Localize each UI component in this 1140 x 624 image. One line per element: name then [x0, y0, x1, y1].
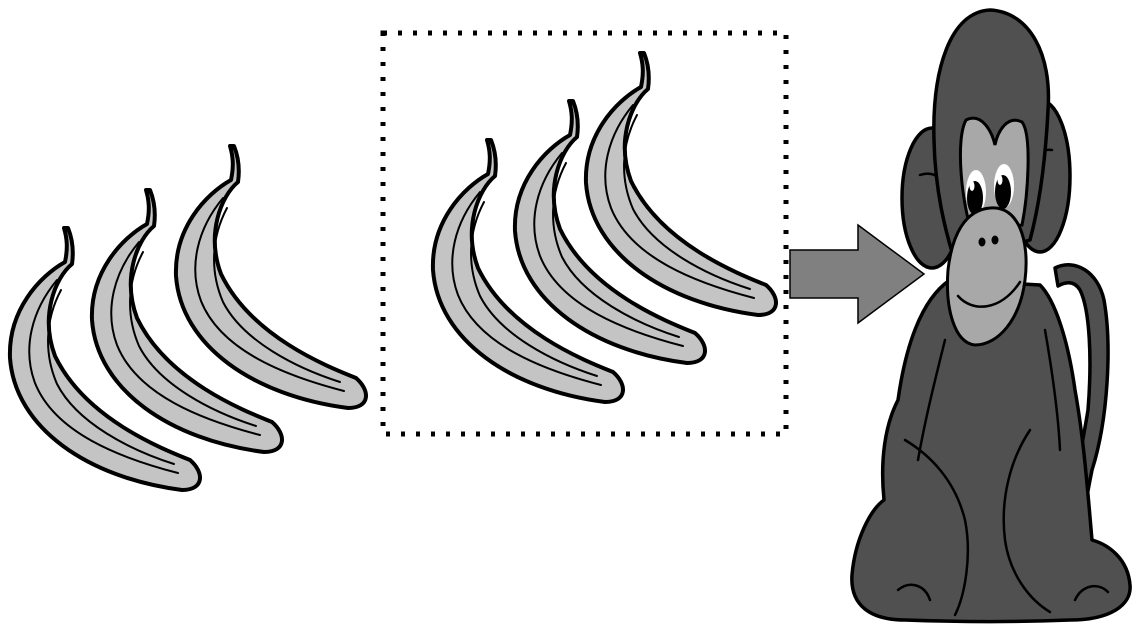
selected-banana-bunch[interactable]: [380, 30, 789, 437]
right-arrow-icon: [789, 223, 926, 325]
banana-icon: [173, 144, 369, 410]
monkey-body: [850, 278, 1132, 624]
monkey-mouth: [956, 280, 1022, 308]
banana-icon: [583, 51, 779, 317]
selection-box: [380, 30, 789, 437]
monkey-icon: [850, 8, 1132, 624]
unselected-banana-bunch[interactable]: [7, 144, 369, 492]
monkey-muzzle: [945, 206, 1028, 347]
